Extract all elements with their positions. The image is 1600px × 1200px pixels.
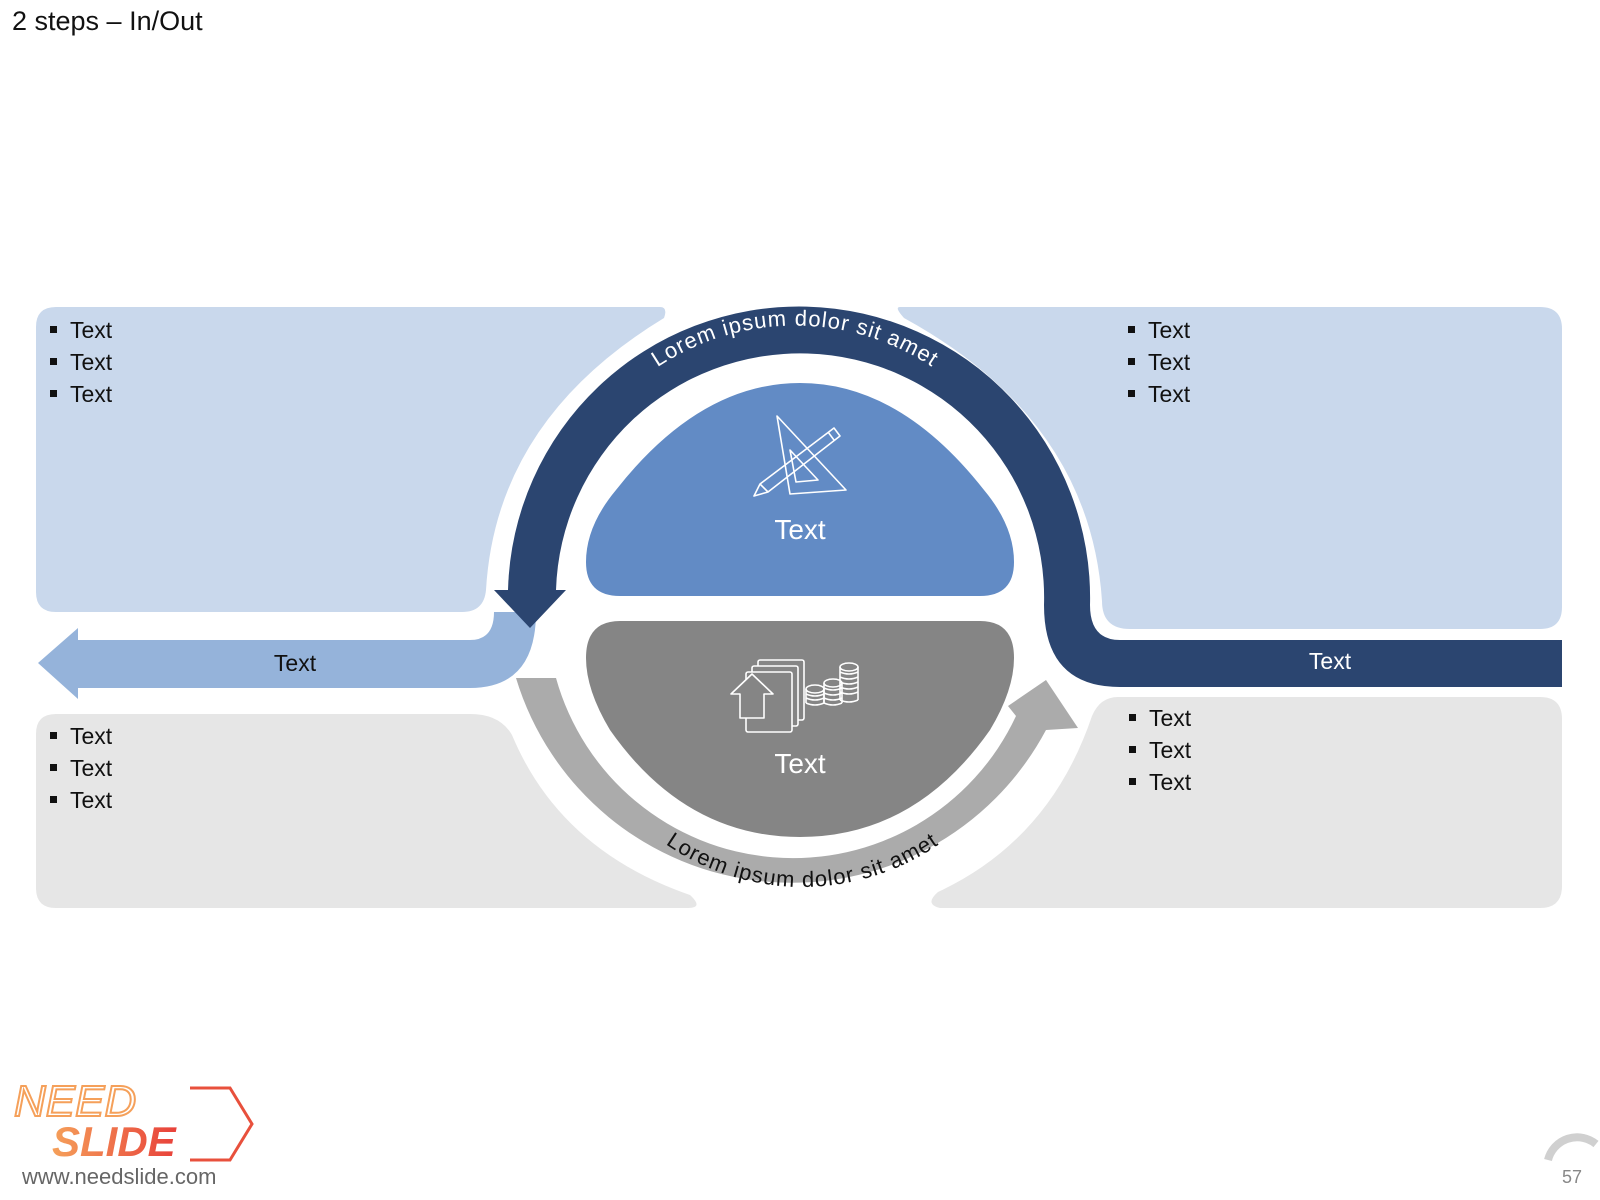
- panel-top-left: [36, 307, 666, 612]
- panel-bottom-left-list: Text Text Text: [50, 720, 112, 816]
- list-item: Text: [1129, 766, 1191, 798]
- page-number: 57: [1561, 1167, 1582, 1187]
- documents-coins-icon: [730, 659, 859, 733]
- panel-top-left-list: Text Text Text: [50, 314, 112, 410]
- list-item: Text: [50, 752, 112, 784]
- list-item: Text: [50, 346, 112, 378]
- list-item: Text: [1128, 314, 1190, 346]
- center-bottom-shape: [586, 621, 1014, 837]
- panel-bottom-right: [931, 697, 1562, 908]
- list-item: Text: [50, 720, 112, 752]
- page-badge: [1544, 1133, 1599, 1162]
- center-top-shape: [586, 383, 1014, 596]
- logo-line1: NEED: [14, 1077, 136, 1126]
- list-item: Text: [1128, 378, 1190, 410]
- list-item: Text: [1129, 702, 1191, 734]
- list-item: Text: [50, 784, 112, 816]
- panel-bottom-left: [36, 714, 697, 908]
- center-bottom-label: Text: [774, 748, 826, 779]
- right-bar-shape: [1044, 605, 1562, 687]
- panel-top-right: [897, 307, 1562, 629]
- slide-title: 2 steps – In/Out: [12, 6, 203, 36]
- needslide-logo: NEED SLIDE: [13, 1076, 254, 1165]
- center-top-label: Text: [774, 514, 826, 545]
- drafting-tools-icon: [753, 415, 847, 497]
- bottom-arc-arrow: [516, 678, 1078, 883]
- logo-url: www.needslide.com: [22, 1164, 217, 1189]
- panel-top-right-list: Text Text Text: [1128, 314, 1190, 410]
- list-item: Text: [1129, 734, 1191, 766]
- top-arc-arrow: [494, 306, 1091, 628]
- panel-bottom-right-list: Text Text Text: [1129, 702, 1191, 798]
- right-bar-label: Text: [1308, 648, 1352, 674]
- logo-line2: SLIDE: [52, 1118, 178, 1165]
- left-arrow-shape: [38, 612, 536, 699]
- list-item: Text: [50, 378, 112, 410]
- left-arrow-label: Text: [273, 650, 317, 676]
- list-item: Text: [50, 314, 112, 346]
- list-item: Text: [1128, 346, 1190, 378]
